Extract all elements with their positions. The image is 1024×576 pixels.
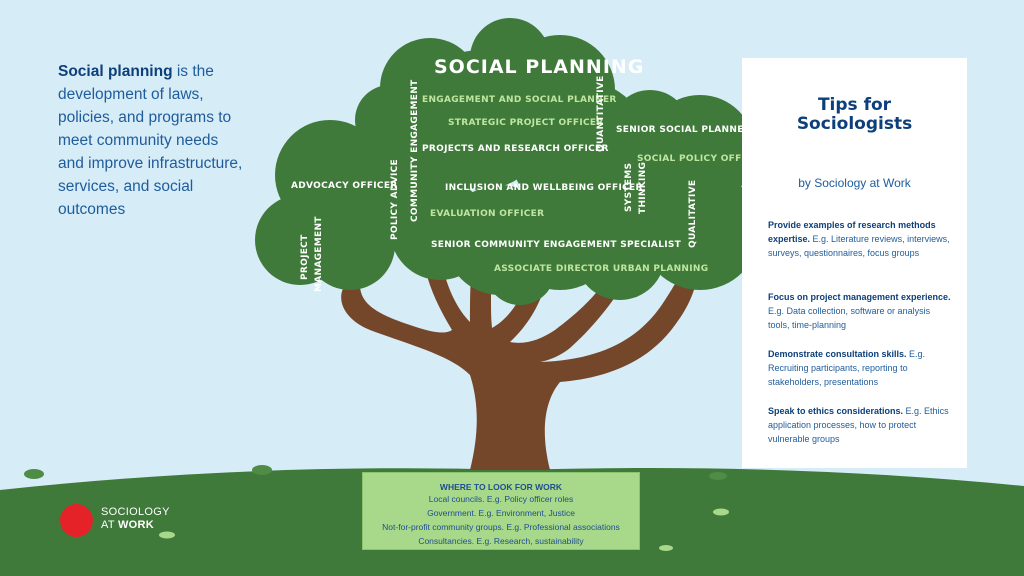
label-senior-community-engagement: SENIOR COMMUNITY ENGAGEMENT SPECIALIST: [431, 240, 682, 250]
grass-tuft: [252, 465, 272, 475]
tip-bold: Provide examples of research methods exp…: [768, 220, 936, 244]
where-to-look-box: WHERE TO LOOK FOR WORK Local councils. E…: [362, 472, 640, 550]
tips-title-line2: Sociologists: [796, 114, 913, 134]
pebble: [713, 508, 729, 516]
intro-text: is the development of laws, policies, an…: [58, 63, 243, 218]
where-line: Local councils. E.g. Policy officer role…: [428, 494, 574, 504]
tip-bold: Speak to ethics considerations.: [768, 406, 904, 416]
grass-tuft: [709, 472, 727, 480]
logo-circle-icon: [60, 504, 93, 537]
tip-item: Provide examples of research methods exp…: [768, 218, 953, 260]
label-strategic-project-officer: STRATEGIC PROJECT OFFICER: [448, 118, 604, 128]
logo-text: SOCIOLOGY AT WORK: [101, 506, 211, 532]
label-projects-research-officer: PROJECTS AND RESEARCH OFFICER: [422, 144, 609, 154]
label-qualitative: QUALITATIVE: [688, 179, 698, 248]
logo-line2-bold: WORK: [118, 519, 155, 531]
tip-item: Speak to ethics considerations. E.g. Eth…: [768, 404, 953, 446]
where-line: Consultancies. E.g. Research, sustainabi…: [418, 536, 584, 546]
label-senior-social-planner: SENIOR SOCIAL PLANNER: [616, 125, 751, 135]
label-social-policy-officer: SOCIAL POLICY OFFICER: [637, 154, 766, 164]
label-advocacy-officer: ADVOCACY OFFICER: [291, 181, 398, 191]
logo-line2: AT WORK: [101, 519, 211, 532]
intro-bold: Social planning: [58, 63, 173, 80]
pebble: [659, 545, 673, 551]
tree-title: SOCIAL PLANNING: [434, 56, 645, 78]
tip-text: E.g. Ethics application processes, how t…: [768, 406, 949, 444]
pebble: [159, 531, 175, 539]
where-line: Government. E.g. Environment, Justice: [427, 508, 575, 518]
logo-line1: SOCIOLOGY: [101, 506, 170, 518]
label-thinking: THINKING: [638, 161, 648, 214]
label-project: PROJECT: [300, 234, 310, 280]
tips-panel: Tips for Sociologists by Sociology at Wo…: [742, 58, 967, 468]
tip-text: E.g. Data collection, software or analys…: [768, 306, 931, 330]
label-quantitative: QUANTITATIVE: [596, 75, 606, 152]
tips-byline: by Sociology at Work: [798, 176, 911, 190]
tree-foliage: [255, 18, 760, 305]
tree-trunk: [341, 262, 700, 470]
label-systems: SYSTEMS: [624, 162, 634, 212]
label-engagement-social-planner: ENGAGEMENT AND SOCIAL PLANNER: [422, 95, 617, 105]
intro-paragraph: Social planning is the development of la…: [58, 60, 248, 221]
label-management: MANAGEMENT: [314, 216, 324, 292]
tip-bold: Demonstrate consultation skills.: [768, 349, 907, 359]
tips-title: Tips for Sociologists: [742, 96, 967, 134]
label-policy-advice: POLICY ADVICE: [390, 159, 400, 240]
label-inclusion-wellbeing-officer: INCLUSION AND WELLBEING OFFICER: [445, 183, 643, 193]
tips-title-line1: Tips for: [817, 95, 892, 115]
grass-tuft: [24, 469, 44, 479]
tip-bold: Focus on project management experience.: [768, 292, 951, 302]
where-line: Not-for-profit community groups. E.g. Pr…: [382, 522, 620, 532]
tip-item: Demonstrate consultation skills. E.g. Re…: [768, 347, 953, 389]
tip-item: Focus on project management experience. …: [768, 290, 953, 332]
label-community-engagement: COMMUNITY ENGAGEMENT: [410, 79, 420, 223]
tip-text: E.g. Literature reviews, interviews, sur…: [768, 234, 950, 258]
tip-text: E.g. Recruiting participants, reporting …: [768, 349, 926, 387]
label-associate-director: ASSOCIATE DIRECTOR URBAN PLANNING: [494, 264, 709, 274]
logo-line2-plain: AT: [101, 519, 118, 531]
label-evaluation-officer: EVALUATION OFFICER: [430, 209, 545, 219]
where-title: WHERE TO LOOK FOR WORK: [439, 482, 563, 492]
